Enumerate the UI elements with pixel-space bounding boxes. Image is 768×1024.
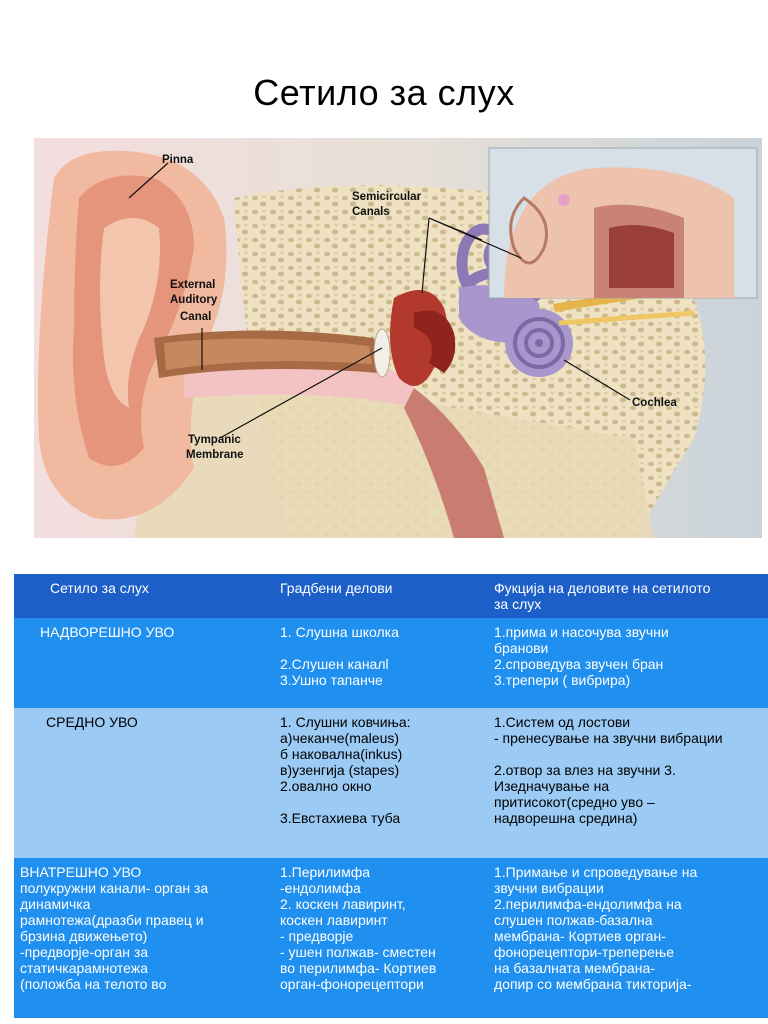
cell-function: 1.Примање и спроведување на звучни вибра… (488, 858, 768, 1018)
cell-ear-section: ВНАТРЕШНО УВО полукружни канали- орган з… (14, 858, 274, 1018)
label-external-auditory-canal-line2: Auditory (170, 294, 218, 306)
label-tympanic-membrane-line2: Membrane (186, 449, 244, 461)
cell-parts: 1. Слушни ковчиња: а)чеканче(maleus) б н… (274, 708, 488, 858)
cell-function: 1.прима и насочува звучни бранови 2.спро… (488, 618, 768, 708)
label-cochlea: Cochlea (632, 397, 677, 409)
header-cell-function: Фукција на деловите на сетилото за слух (488, 574, 768, 618)
ear-anatomy-illustration: Pinna Semicircular Canals External Audit… (34, 138, 762, 538)
table-row: ВНАТРЕШНО УВО полукружни канали- орган з… (14, 858, 768, 1018)
table-row: СРЕДНО УВО 1. Слушни ковчиња: а)чеканче(… (14, 708, 768, 858)
cell-ear-section: СРЕДНО УВО (14, 708, 274, 858)
label-semicircular-canals-line2: Canals (352, 206, 390, 218)
cell-function: 1.Систем од лостови - пренесување на зву… (488, 708, 768, 858)
table-row: НАДВОРЕШНО УВО 1. Слушна школка 2.Слушен… (14, 618, 768, 708)
slide-title: Сетило за слух (253, 72, 515, 113)
label-semicircular-canals-line1: Semicircular (352, 191, 422, 203)
cell-parts: 1.Перилимфа -ендолимфа 2. коскен лавирин… (274, 858, 488, 1018)
table-header-row: Сетило за слух Градбени делови Фукција н… (14, 574, 768, 618)
label-pinna: Pinna (162, 154, 194, 166)
label-external-auditory-canal-line3: Canal (180, 311, 211, 323)
cell-ear-section: НАДВОРЕШНО УВО (14, 618, 274, 708)
label-external-auditory-canal-line1: External (170, 279, 215, 291)
ear-parts-table: Сетило за слух Градбени делови Фукција н… (14, 574, 768, 1018)
header-cell-parts: Градбени делови (274, 574, 488, 618)
header-cell-sense: Сетило за слух (14, 574, 274, 618)
label-tympanic-membrane-line1: Tympanic (188, 434, 241, 446)
cell-parts: 1. Слушна школка 2.Слушен каналl 3.Ушно … (274, 618, 488, 708)
